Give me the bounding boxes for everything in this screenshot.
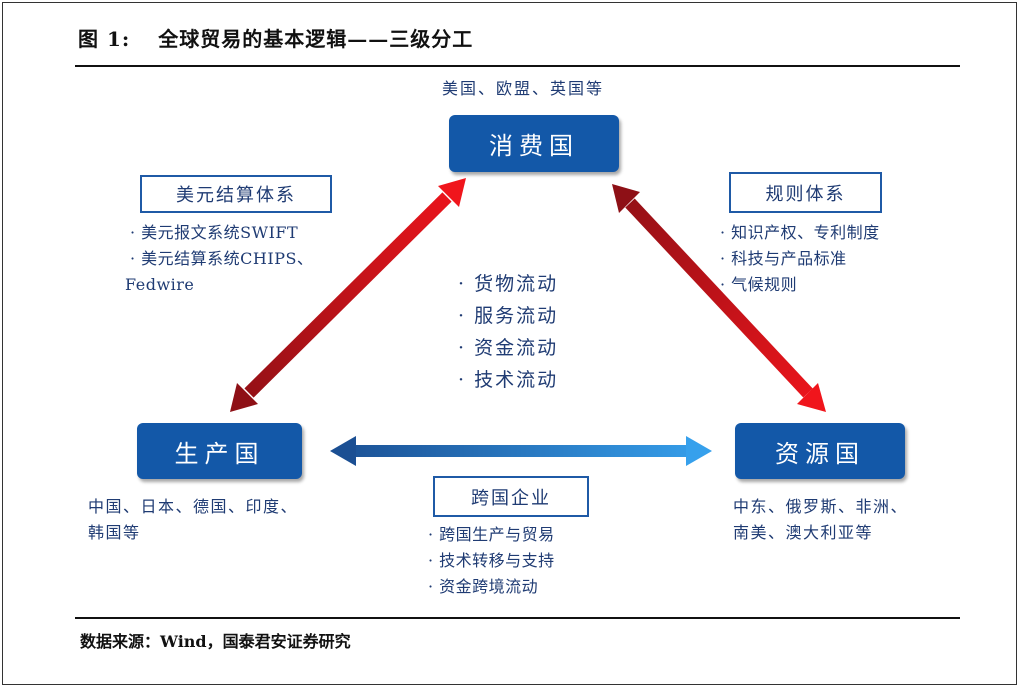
dollar-settlement-list: 美元报文系统SWIFT 美元结算系统CHIPS、 Fedwire [125, 220, 313, 298]
flow-item: 资金流动 [458, 332, 558, 364]
producer-examples-line: 韩国等 [88, 523, 141, 542]
multinational-box: 跨国企业 [433, 476, 589, 517]
flow-item: 服务流动 [458, 300, 558, 332]
resource-examples-line: 南美、澳大利亚等 [733, 523, 874, 542]
top-rule [75, 65, 960, 67]
rules-system-list: 知识产权、专利制度 科技与产品标准 气候规则 [720, 220, 880, 298]
list-item: 技术转移与支持 [428, 548, 555, 574]
list-item: 资金跨境流动 [428, 574, 555, 600]
producer-country-node: 生产国 [137, 423, 302, 479]
multinational-list: 跨国生产与贸易 技术转移与支持 资金跨境流动 [428, 522, 555, 600]
producer-consumer-arrow [230, 178, 466, 412]
producer-examples-line: 中国、日本、德国、印度、 [88, 497, 299, 516]
flow-item: 货物流动 [458, 268, 558, 300]
consumer-country-node: 消费国 [449, 115, 619, 172]
list-item: 美元结算系统CHIPS、 [130, 246, 313, 272]
producer-resource-arrow [330, 436, 712, 466]
figure-title-text: 全球贸易的基本逻辑——三级分工 [158, 27, 474, 51]
resource-country-node: 资源国 [735, 423, 905, 479]
dollar-settlement-box: 美元结算体系 [140, 175, 332, 213]
rules-system-box: 规则体系 [729, 172, 882, 213]
list-item-continuation: Fedwire [125, 275, 195, 294]
figure-number: 图 1: [78, 27, 131, 51]
source-note: 数据来源：Wind，国泰君安证券研究 [80, 632, 351, 651]
list-item: 气候规则 [720, 272, 880, 298]
list-item: 美元报文系统SWIFT [130, 220, 313, 246]
consumer-resource-arrow [612, 184, 826, 412]
producer-examples: 中国、日本、德国、印度、 韩国等 [88, 494, 298, 546]
figure-title: 图 1: 全球贸易的基本逻辑——三级分工 [78, 23, 473, 52]
list-item: 跨国生产与贸易 [428, 522, 555, 548]
list-item: 知识产权、专利制度 [720, 220, 880, 246]
resource-examples-line: 中东、俄罗斯、非洲、 [733, 497, 909, 516]
flow-item: 技术流动 [458, 364, 558, 396]
list-item: 科技与产品标准 [720, 246, 880, 272]
bottom-rule [75, 617, 960, 619]
resource-examples: 中东、俄罗斯、非洲、 南美、澳大利亚等 [733, 494, 908, 546]
flows-list: 货物流动 服务流动 资金流动 技术流动 [458, 268, 558, 396]
consumer-examples: 美国、欧盟、英国等 [442, 79, 605, 98]
